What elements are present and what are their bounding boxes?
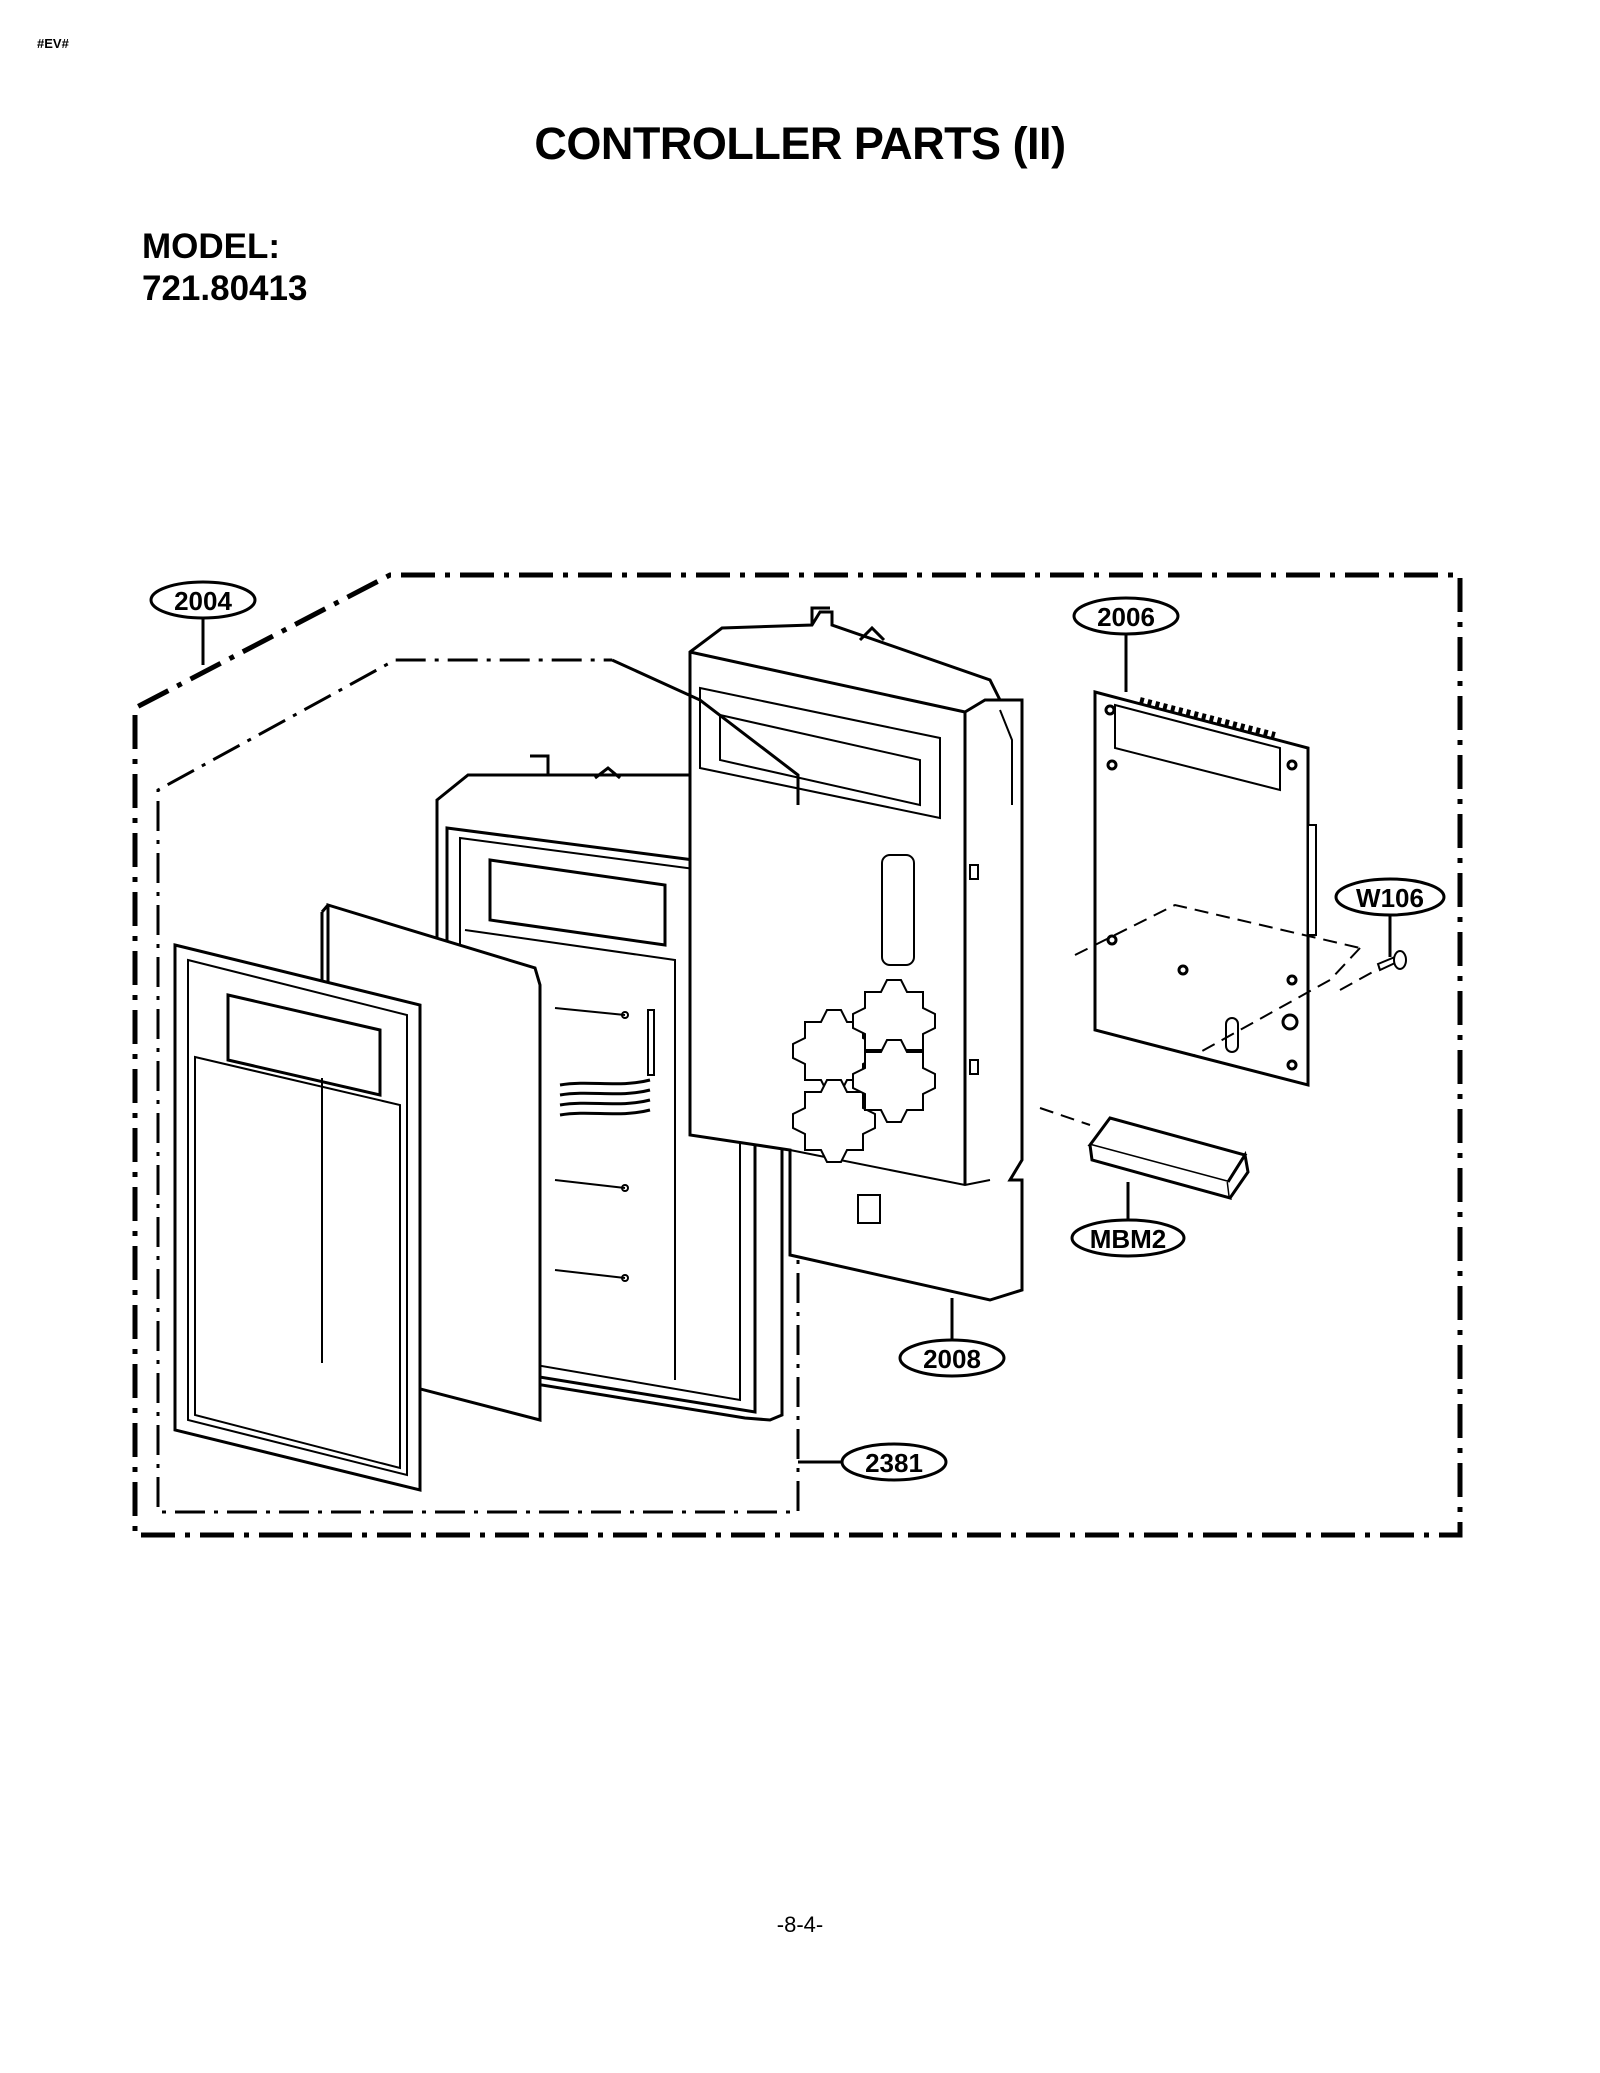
svg-text:2006: 2006	[1097, 602, 1155, 632]
svg-text:MBM2: MBM2	[1090, 1224, 1167, 1254]
corner-tag: #EV#	[37, 36, 69, 51]
model-label: MODEL:	[142, 227, 281, 266]
model-number: 721.80413	[142, 269, 308, 308]
overlay-panel	[173, 943, 422, 1492]
svg-text:2004: 2004	[174, 586, 232, 616]
connector-mbm2	[1087, 1116, 1250, 1201]
callout-w106: W106	[1334, 877, 1446, 917]
key-openings	[792, 979, 936, 1163]
assembly-lines	[1039, 903, 1381, 1126]
callout-2004: 2004	[149, 580, 257, 620]
callout-2008: 2008	[898, 1338, 1006, 1378]
callout-2381: 2381	[840, 1442, 948, 1482]
leader-lines	[201, 617, 1392, 1464]
page-title: CONTROLLER PARTS (II)	[534, 118, 1066, 169]
callout-2006: 2006	[1072, 596, 1180, 636]
svg-text:2008: 2008	[923, 1344, 981, 1374]
svg-text:2381: 2381	[865, 1448, 923, 1478]
inner-subassembly-boundary	[156, 658, 800, 1514]
callout-mbm2: MBM2	[1070, 1218, 1186, 1258]
page-number: -8-4-	[776, 1912, 824, 1937]
keypad-grid	[554, 1007, 651, 1282]
svg-text:W106: W106	[1356, 883, 1424, 913]
outer-assembly-boundary	[132, 572, 1463, 1538]
controller-housing	[688, 606, 1024, 1302]
screw-w106	[1376, 950, 1407, 972]
pcb-board	[1093, 690, 1317, 1087]
